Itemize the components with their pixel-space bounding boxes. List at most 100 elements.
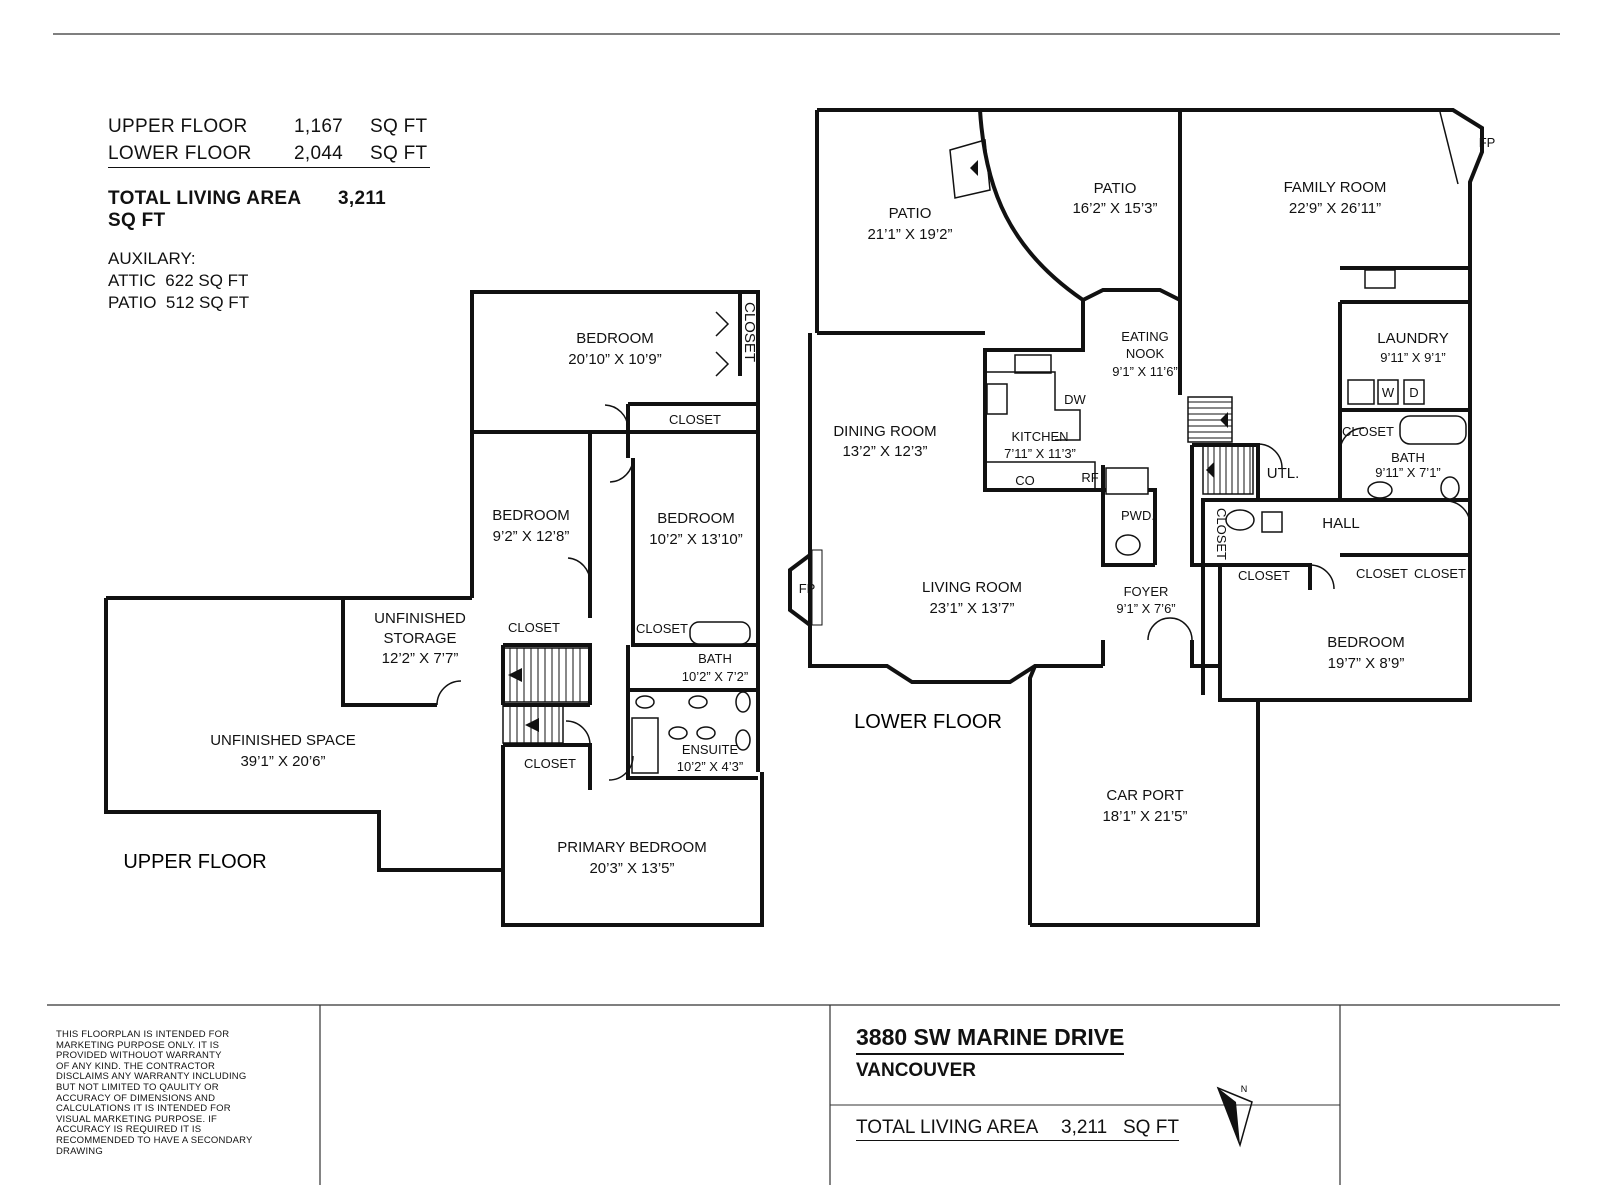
upper-stair-treads xyxy=(509,648,581,743)
room-dimension: 39’1” X 20’6” xyxy=(240,753,325,770)
room-name: FAMILY ROOM xyxy=(1284,179,1387,196)
room-dimension: 9’1” X 7’6” xyxy=(1116,601,1175,616)
closet-label: CLOSET xyxy=(1356,566,1408,581)
room-dimension: 23’1” X 13’7” xyxy=(929,600,1014,617)
fireplace-hearth xyxy=(811,549,823,626)
room-dimension: 13’2” X 12’3” xyxy=(842,443,927,460)
upper-floor-plan xyxy=(104,290,764,927)
room-name: PWD. xyxy=(1121,508,1155,523)
toilet-icon xyxy=(735,729,751,751)
address-city: VANCOUVER xyxy=(856,1060,976,1081)
closet-label: CLOSET xyxy=(508,620,560,635)
lower-area-value: 2,044 xyxy=(294,143,344,164)
toilet-icon xyxy=(735,691,751,713)
sink-icon xyxy=(635,695,655,709)
room-dimension: 9’2” X 12’8” xyxy=(493,528,570,545)
sink-icon xyxy=(688,695,708,709)
appliance-label: DW xyxy=(1064,392,1086,407)
total-area-row: TOTAL LIVING AREA 3,211 SQ FT xyxy=(108,188,438,232)
appliance-label: RF xyxy=(1081,470,1098,485)
auxiliary-block: AUXILARY: ATTIC 622 SQ FT PATIO 512 SQ F… xyxy=(108,248,249,314)
upper-area-label: UPPER FLOOR xyxy=(108,116,248,137)
auxiliary-attic: ATTIC 622 SQ FT xyxy=(108,271,249,290)
room-dimension: 10’2” X 7’2” xyxy=(682,669,748,684)
footer-total-unit: SQ FT xyxy=(1123,1117,1179,1138)
fireplace-label: FP xyxy=(799,581,816,596)
fireplace-label: FP xyxy=(1479,135,1496,150)
room-name: UTL. xyxy=(1267,465,1300,482)
footer-frame xyxy=(47,1004,1560,1185)
room-dimension: 18’1” X 21’5” xyxy=(1102,808,1187,825)
room-name: CAR PORT xyxy=(1106,787,1183,804)
room-name: STORAGE xyxy=(383,630,456,647)
upper-stairs xyxy=(502,647,590,744)
disclaimer-line: DRAWING xyxy=(56,1145,103,1157)
room-dimension: 10’2” X 13’10” xyxy=(649,531,742,548)
room-dimension: 20’3” X 13’5” xyxy=(589,860,674,877)
stove-icon xyxy=(986,383,1008,415)
laundry-sink-icon xyxy=(1364,269,1396,289)
room-dimension: 10’2” X 4’3” xyxy=(677,759,743,774)
footer-total-label: TOTAL LIVING AREA xyxy=(856,1117,1039,1138)
disclaimer-line: ACCURACY IS REQUIRED IT IS xyxy=(56,1124,202,1136)
upper-room-labels: BEDROOM 20’10” X 10’9” CLOSET CLOSET BED… xyxy=(123,302,758,877)
disclaimer-line: RECOMMENDED TO HAVE A SECONDARY xyxy=(56,1134,253,1146)
north-arrow-icon xyxy=(1218,1088,1240,1145)
room-dimension: 9’11” X 9’1” xyxy=(1380,350,1446,365)
disclaimer-text: THIS FLOORPLAN IS INTENDED FOR MARKETING… xyxy=(56,1029,316,1157)
stair-arrow xyxy=(1220,412,1228,428)
disclaimer-line: CALCULATIONS IT IS INTENDED FOR xyxy=(56,1103,231,1115)
room-name: BATH xyxy=(1391,450,1425,465)
disclaimer-line: DISCLAIMS ANY WARRANTY INCLUDING xyxy=(56,1071,247,1083)
room-name: BEDROOM xyxy=(1327,634,1405,651)
room-name: KITCHEN xyxy=(1011,429,1068,444)
footer-total-value: 3,211 xyxy=(1061,1117,1108,1138)
lower-area-label: LOWER FLOOR xyxy=(108,143,252,164)
dryer-icon xyxy=(1403,379,1425,405)
stove-icon xyxy=(1261,511,1283,533)
room-name: HALL xyxy=(1322,515,1360,532)
room-dimension: 20’10” X 10’9” xyxy=(568,351,661,368)
appliance-label: CO xyxy=(1015,473,1035,488)
closet-label: CLOSET xyxy=(1214,508,1229,560)
north-label: N xyxy=(1241,1084,1248,1094)
disclaimer-line: MARKETING PURPOSE ONLY. IT IS xyxy=(56,1039,220,1051)
stair-arrow xyxy=(970,160,978,176)
room-name: FOYER xyxy=(1124,584,1169,599)
total-area-value: 3,211 xyxy=(338,188,386,209)
lower-room-labels: PATIO 21’1” X 19’2” PATIO 16’2” X 15’3” … xyxy=(799,135,1496,1094)
room-dimension: 9’11” X 7’1” xyxy=(1375,465,1441,480)
sink-icon xyxy=(1367,481,1393,499)
room-name: EATING xyxy=(1121,329,1168,344)
room-name: UNFINISHED SPACE xyxy=(210,732,356,749)
disclaimer-line: PROVIDED WITHOUOT WARRANTY xyxy=(56,1050,222,1062)
toilet-icon xyxy=(1115,534,1141,556)
room-name: ENSUITE xyxy=(682,742,739,757)
total-area-label: TOTAL LIVING AREA xyxy=(108,188,302,209)
toilet-icon xyxy=(1440,476,1460,500)
stair-arrow xyxy=(1206,462,1214,478)
address-title: 3880 SW MARINE DRIVE xyxy=(856,1024,1125,1055)
disclaimer-line: ACCURACY OF DIMENSIONS AND xyxy=(56,1092,216,1104)
room-name: BEDROOM xyxy=(492,507,570,524)
upper-area-value: 1,167 xyxy=(294,116,344,137)
fireplace-hearth xyxy=(1439,111,1459,185)
room-name: BATH xyxy=(698,651,732,666)
room-dimension: 16’2” X 15’3” xyxy=(1072,200,1157,217)
floor-label-upper: UPPER FLOOR xyxy=(123,851,266,873)
room-name: PATIO xyxy=(889,205,932,222)
room-name: UNFINISHED xyxy=(374,610,466,627)
room-name: LAUNDRY xyxy=(1377,330,1448,347)
shower-ensuite xyxy=(631,717,659,774)
room-name: BEDROOM xyxy=(657,510,735,527)
sink-icon xyxy=(696,726,716,740)
room-name: PATIO xyxy=(1094,180,1137,197)
appliance-label: W xyxy=(1382,385,1395,400)
closet-label: CLOSET xyxy=(524,756,576,771)
disclaimer-line: THIS FLOORPLAN IS INTENDED FOR xyxy=(56,1029,230,1040)
disclaimer-line: OF ANY KIND. THE CONTRACTOR xyxy=(56,1060,216,1072)
closet-label: CLOSET xyxy=(669,412,721,427)
room-name: NOOK xyxy=(1126,346,1165,361)
total-area-unit: SQ FT xyxy=(108,210,166,231)
